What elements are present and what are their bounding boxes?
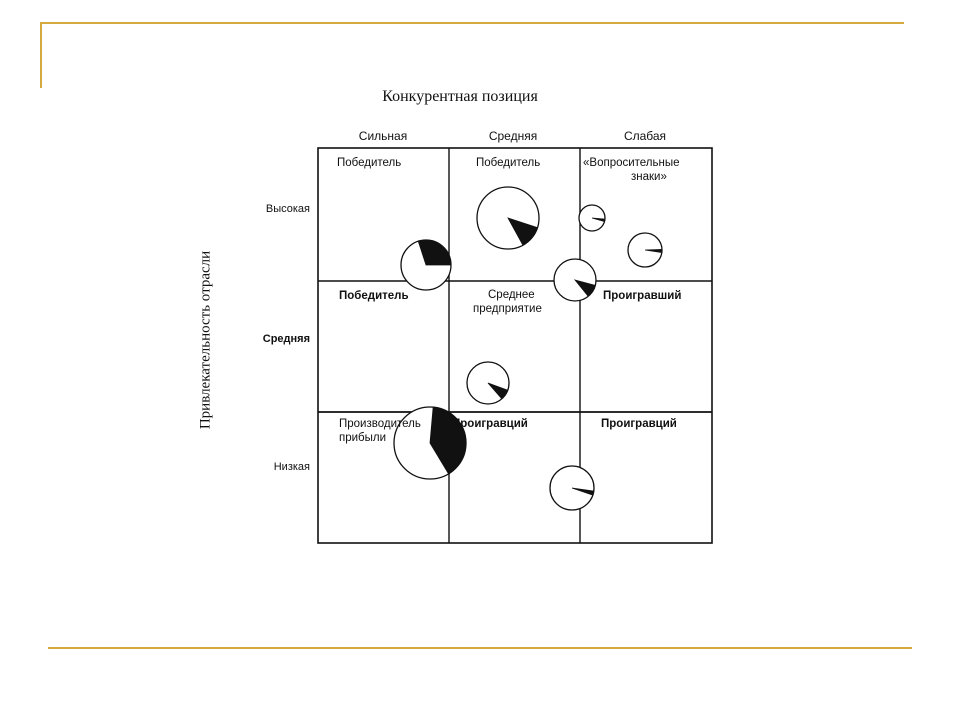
cell-label-high-weak-line1: «Вопросительные: [583, 157, 680, 169]
cell-label-high-medium: Победитель: [476, 157, 541, 169]
unit-share-wedge: [429, 406, 467, 475]
business-units: [393, 186, 663, 511]
business-unit-bu-4: [627, 232, 663, 268]
frame-top-line: [40, 22, 904, 24]
column-label-medium: Средняя: [488, 129, 538, 143]
business-unit-bu-6: [466, 361, 510, 405]
row-label-high: Высокая: [265, 203, 310, 215]
business-unit-bu-9: [549, 465, 595, 511]
matrix-grid: [317, 147, 713, 544]
cell-label-medium-medium-line2: предприятие: [473, 303, 542, 315]
business-unit-bu-7: [553, 258, 597, 302]
cell-label-high-strong: Победитель: [337, 157, 402, 169]
cell-label-medium-strong: Победитель: [339, 290, 409, 302]
cell-label-low-weak: Проигравций: [601, 418, 677, 430]
business-unit-bu-5: [393, 406, 467, 480]
column-label-strong: Сильная: [358, 129, 408, 143]
frame-bottom-line: [48, 647, 912, 649]
cell-label-low-medium: Проигравций: [452, 418, 528, 430]
cell-label-low-strong-line2: прибыли: [339, 432, 387, 444]
unit-share-wedge: [571, 487, 595, 496]
business-unit-bu-3: [578, 204, 606, 232]
cell-label-low-strong-line1: Производитель: [339, 418, 421, 430]
cell-label-medium-weak: Проигравший: [603, 290, 682, 302]
matrix-outer-border: [317, 147, 713, 544]
unit-share-wedge: [417, 239, 452, 266]
frame-left-line: [40, 22, 42, 88]
business-unit-bu-2: [476, 186, 540, 250]
unit-share-wedge: [591, 217, 606, 223]
diagram-title: Конкурентная позиция: [382, 88, 538, 105]
unit-share-wedge: [507, 217, 538, 246]
cell-label-medium-medium-line1: Среднее: [488, 289, 535, 301]
unit-share-wedge: [573, 279, 596, 297]
column-label-weak: Слабая: [623, 129, 667, 143]
unit-share-wedge: [487, 382, 509, 400]
business-unit-bu-1: [400, 239, 452, 291]
row-label-low: Низкая: [273, 461, 310, 473]
cell-label-high-weak-line2: знаки»: [631, 171, 667, 183]
row-label-medium: Средняя: [262, 333, 310, 345]
unit-share-wedge: [644, 248, 663, 254]
